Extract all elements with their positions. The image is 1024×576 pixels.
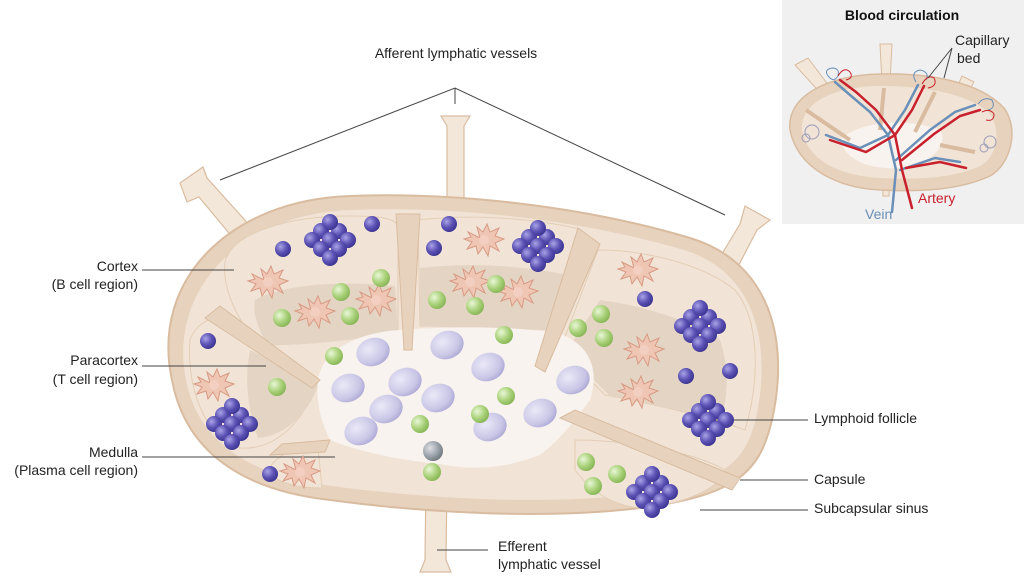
inset-capillary-sublabel: bed [957,50,980,66]
b-cell [692,300,708,316]
t-cell [325,347,343,365]
plasma-cell [331,373,365,403]
gray-cell [423,441,443,461]
inset-capillary-leader [927,47,953,79]
b-cell [224,434,240,450]
capsule-label: Capsule [814,471,866,487]
inset-capillary-beds [826,67,995,121]
plasma-cell [369,394,403,424]
trabeculae [204,213,741,491]
inset-vein-label: Vein [865,206,892,222]
b-cell [200,333,216,349]
b-cell [426,240,442,256]
t-cell [423,463,441,481]
medulla-sublabel: (Plasma cell region) [14,462,138,478]
paracortex-sublabel: (T cell region) [53,371,138,387]
lymph-node [167,115,780,573]
paracortex-label: Paracortex [70,352,138,368]
plasma-cell [388,367,422,397]
blood-circulation-inset: Blood circulation [782,0,1024,224]
t-cell [577,453,595,471]
b-cell [637,291,653,307]
plasma-cell [344,416,378,446]
b-cell [700,430,716,446]
medulla [317,327,594,468]
b-cell [322,214,338,230]
b-cell [644,502,660,518]
efferent-label: Efferent [498,538,547,554]
t-cell [592,305,610,323]
t-cell [595,329,613,347]
t-cell [428,291,446,309]
t-cell [471,405,489,423]
b-cell [692,336,708,352]
cortex-label: Cortex [97,258,138,274]
efferent-sublabel: lymphatic vessel [498,556,601,572]
leader-lines [142,87,808,551]
plasma-cell [430,330,464,360]
inset-artery-tree [828,78,982,210]
b-cell [224,398,240,414]
b-cell [644,466,660,482]
b-cell [530,220,546,236]
t-cells [268,269,626,495]
t-cell [411,415,429,433]
b-cell [262,466,278,482]
inset-artery-label: Artery [918,190,955,206]
t-cell [497,387,515,405]
lymphoid-follicle-label: Lymphoid follicle [814,410,917,426]
plasma-cells [331,330,590,446]
main-labels: Afferent lymphatic vessels Cortex (B cel… [14,45,928,572]
t-cell [372,269,390,287]
t-cell [332,283,350,301]
plasma-cell [523,398,557,428]
b-cell [678,368,694,384]
cortex-sublabel: (B cell region) [52,276,138,292]
afferent-vessel-center [439,115,472,201]
inset-capillary-label: Capillary [955,32,1009,48]
afferent-label: Afferent lymphatic vessels [375,45,537,61]
t-cell [268,378,286,396]
afferent-leader [219,87,726,216]
b-cell [530,256,546,272]
t-cell [584,477,602,495]
t-cell [569,319,587,337]
b-cell [322,250,338,266]
t-cell [273,309,291,327]
inset-title: Blood circulation [845,7,959,23]
t-cell [495,326,513,344]
t-cell [608,465,626,483]
b-cell [722,363,738,379]
t-cell [341,307,359,325]
b-cell [275,241,291,257]
b-cell [441,216,457,232]
b-cells [200,214,738,518]
b-cell [364,216,380,232]
plasma-cell [421,383,455,413]
b-cell [700,394,716,410]
medulla-label: Medulla [89,444,138,460]
subcapsular-sinus-label: Subcapsular sinus [814,500,928,516]
plasma-cell [471,352,505,382]
plasma-cell [356,337,390,367]
t-cell [466,297,484,315]
plasma-cell [556,365,590,395]
t-cell [487,275,505,293]
